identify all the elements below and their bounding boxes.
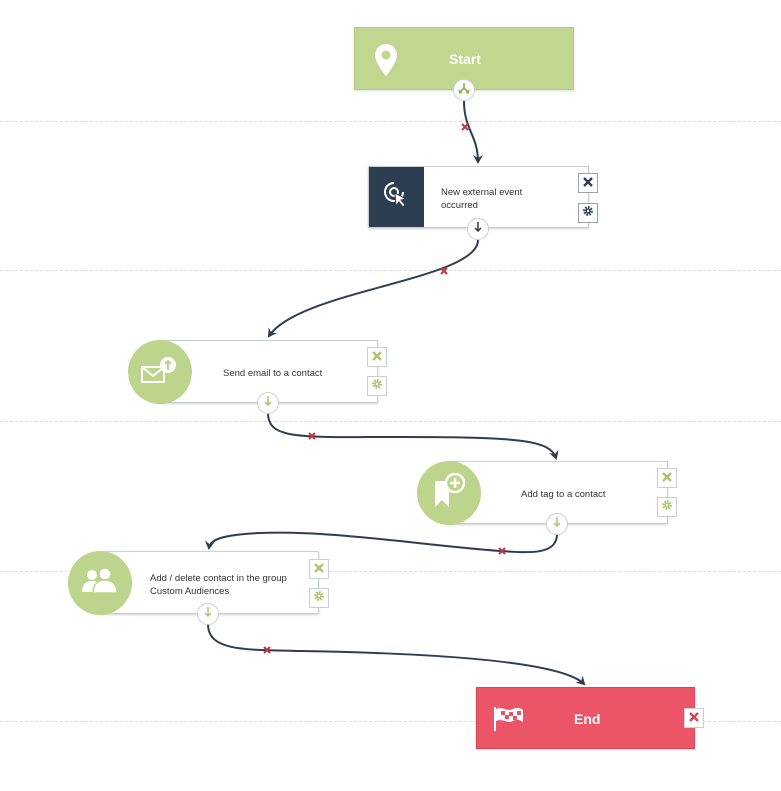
add-tag-label: Add tag to a contact [521,489,606,500]
end-node[interactable]: End [476,687,695,749]
add-tag-output-connector[interactable] [546,513,568,535]
edge-tag-to-audiences [204,531,558,554]
row-divider [0,270,781,271]
start-label: Start [449,51,481,67]
trigger-output-connector[interactable] [467,218,489,240]
edge-delete-marker [308,432,316,440]
send-email-label: Send email to a contact [223,368,323,379]
email-upload-icon [140,355,180,390]
gear-icon [582,204,594,222]
users-icon [80,566,120,599]
arrow-down-icon [552,515,562,533]
row-divider [0,121,781,122]
gear-icon [661,498,673,516]
arrow-down-icon [203,605,213,623]
map-pin-icon [375,44,397,81]
close-icon [583,174,593,192]
arrow-down-icon [473,220,483,238]
delete-button[interactable] [578,173,598,193]
bookmark-add-icon [429,472,469,514]
gear-icon [313,589,325,607]
row-divider [0,571,781,572]
row-divider [0,421,781,422]
settings-button[interactable] [657,497,677,517]
settings-button[interactable] [578,203,598,223]
edge-email-to-tag [267,412,559,460]
send-email-icon-circle [128,340,192,404]
settings-button[interactable] [367,376,387,396]
close-icon [689,709,699,727]
arrow-down-icon [263,394,273,412]
click-pointer-icon [383,181,411,214]
audiences-label: Add / delete contact in the group Custom… [150,573,287,597]
audiences-output-connector[interactable] [197,603,219,625]
delete-button[interactable] [684,708,704,728]
close-icon [314,560,324,578]
edge-delete-marker [498,547,506,555]
split-arrows-icon [458,81,470,99]
row-divider [0,721,781,722]
start-output-connector[interactable] [453,79,475,101]
close-icon [662,469,672,487]
settings-button[interactable] [309,588,329,608]
trigger-label: New external event occurred [441,187,523,211]
edge-trigger-to-email [267,239,479,338]
edge-delete-marker [263,646,271,654]
delete-button[interactable] [657,468,677,488]
send-email-output-connector[interactable] [257,392,279,414]
edge-audiences-to-end [207,623,586,686]
close-icon [372,348,382,366]
gear-icon [371,377,383,395]
edge-delete-marker [461,123,469,131]
audiences-icon-circle [68,551,132,615]
edge-start-to-trigger [463,100,483,164]
delete-button[interactable] [309,559,329,579]
checkered-flag-icon [493,706,525,737]
edge-delete-marker [440,267,448,275]
add-tag-icon-circle [417,461,481,525]
trigger-icon-tile [369,167,424,227]
end-label: End [574,711,601,727]
delete-button[interactable] [367,347,387,367]
